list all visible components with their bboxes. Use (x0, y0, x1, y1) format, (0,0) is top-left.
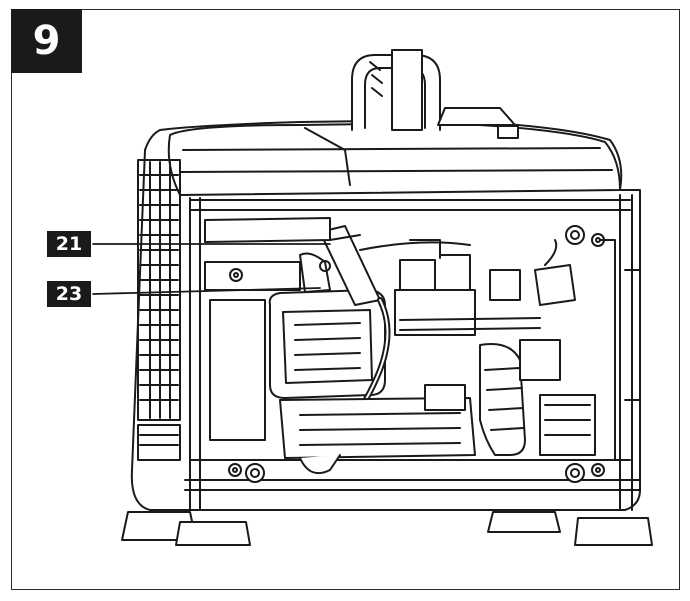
figure-number-badge: 9 (11, 9, 82, 73)
figure-frame (11, 9, 680, 590)
intake-duct (479, 343, 526, 456)
carburetor-assembly (394, 239, 576, 336)
fuel-cap (437, 107, 519, 139)
crankcase (279, 384, 476, 474)
side-vent-grille (137, 159, 181, 461)
frame-rails (184, 194, 641, 511)
callout-label-21: 21 (47, 231, 91, 257)
top-cover (167, 122, 621, 196)
carry-handle (351, 49, 441, 131)
callout-label-23: 23 (47, 281, 91, 307)
engine-valve-cover (268, 289, 386, 399)
air-filter-housing (519, 339, 596, 456)
leader-line-23 (92, 287, 321, 295)
generator-feet (121, 511, 653, 546)
